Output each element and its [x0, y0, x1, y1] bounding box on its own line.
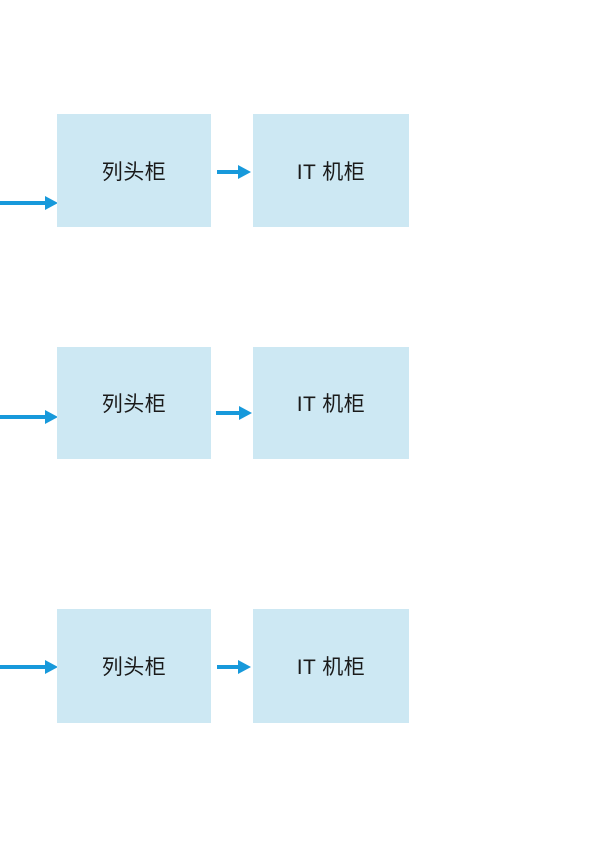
- box-row3-lietougui: 列头柜: [57, 609, 211, 723]
- arrow-feed-row2: [0, 410, 58, 424]
- arrow-head-icon: [238, 165, 251, 179]
- arrow-head-icon: [238, 660, 251, 674]
- box-label: IT 机柜: [296, 160, 366, 184]
- box-label: 列头柜: [101, 160, 167, 184]
- box-label: 列头柜: [101, 656, 167, 679]
- box-row2-lietougui: 列头柜: [57, 347, 211, 459]
- arrow-head-icon: [45, 410, 58, 424]
- arrow-head-icon: [45, 660, 58, 674]
- arrow-row3-lietou-to-it: [217, 660, 251, 674]
- box-row3-it-cabinet: IT 机柜: [253, 609, 409, 723]
- box-label: IT 机柜: [296, 393, 366, 416]
- box-label: IT 机柜: [296, 656, 366, 679]
- arrow-row2-lietou-to-it: [216, 406, 252, 420]
- box-label: 列头柜: [101, 393, 167, 416]
- arrow-feed-row3: [0, 660, 58, 674]
- arrow-feed-row1: [0, 196, 58, 210]
- box-row1-it-cabinet: IT 机柜: [253, 114, 409, 227]
- arrow-row1-lietou-to-it: [217, 165, 251, 179]
- arrow-head-icon: [239, 406, 252, 420]
- box-row2-it-cabinet: IT 机柜: [253, 347, 409, 459]
- arrow-head-icon: [45, 196, 58, 210]
- box-row1-lietougui: 列头柜: [57, 114, 211, 227]
